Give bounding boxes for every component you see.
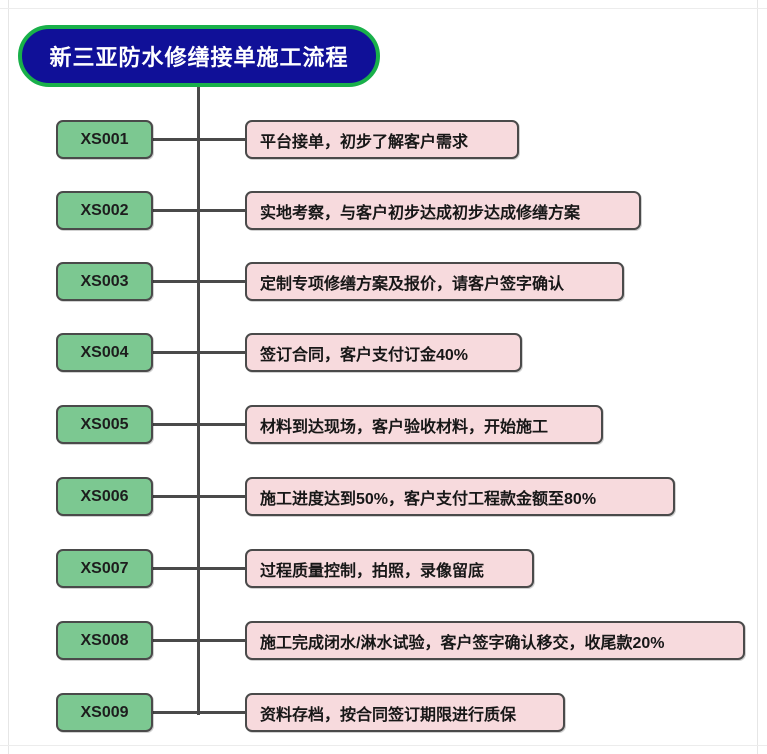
step-box-xs006[interactable]: 施工进度达到50%，客户支付工程款金额至80% [245, 477, 675, 516]
code-box-xs005[interactable]: XS005 [56, 405, 153, 444]
step-box-xs001[interactable]: 平台接单，初步了解客户需求 [245, 120, 519, 159]
step-box-xs002[interactable]: 实地考察，与客户初步达成初步达成修缮方案 [245, 191, 641, 230]
row-connector-xs006 [153, 495, 245, 498]
code-box-xs001[interactable]: XS001 [56, 120, 153, 159]
step-box-xs003[interactable]: 定制专项修缮方案及报价，请客户签字确认 [245, 262, 624, 301]
code-box-xs008[interactable]: XS008 [56, 621, 153, 660]
step-box-xs008[interactable]: 施工完成闭水/淋水试验，客户签字确认移交，收尾款20% [245, 621, 745, 660]
row-connector-xs001 [153, 138, 245, 141]
page-frame-right [757, 0, 758, 754]
code-box-xs006[interactable]: XS006 [56, 477, 153, 516]
step-box-xs009[interactable]: 资料存档，按合同签订期限进行质保 [245, 693, 565, 732]
page-frame-bottom [0, 745, 767, 746]
code-box-xs002[interactable]: XS002 [56, 191, 153, 230]
step-box-xs004[interactable]: 签订合同，客户支付订金40% [245, 333, 522, 372]
step-box-xs005[interactable]: 材料到达现场，客户验收材料，开始施工 [245, 405, 603, 444]
row-connector-xs003 [153, 280, 245, 283]
row-connector-xs002 [153, 209, 245, 212]
vertical-spine-connector [197, 87, 200, 715]
flowchart-title: 新三亚防水修缮接单施工流程 [18, 25, 380, 87]
page-frame-top [0, 8, 767, 9]
code-box-xs004[interactable]: XS004 [56, 333, 153, 372]
page-frame-left [8, 0, 9, 754]
code-box-xs003[interactable]: XS003 [56, 262, 153, 301]
row-connector-xs007 [153, 567, 245, 570]
row-connector-xs004 [153, 351, 245, 354]
row-connector-xs009 [153, 711, 245, 714]
step-box-xs007[interactable]: 过程质量控制，拍照，录像留底 [245, 549, 534, 588]
code-box-xs007[interactable]: XS007 [56, 549, 153, 588]
row-connector-xs008 [153, 639, 245, 642]
code-box-xs009[interactable]: XS009 [56, 693, 153, 732]
row-connector-xs005 [153, 423, 245, 426]
